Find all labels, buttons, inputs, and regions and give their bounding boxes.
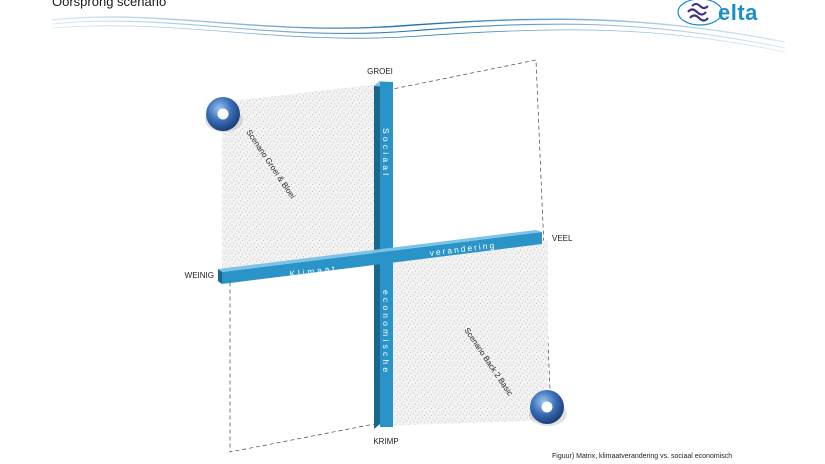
axis-label-top: GROEI xyxy=(367,67,393,76)
horizontal-axis-bar xyxy=(218,230,542,284)
ring-marker-bottom-right-icon xyxy=(529,390,567,426)
figure-caption: Figuur) Matrix, klimaatverandering vs. s… xyxy=(552,453,733,460)
axis-label-bottom: KRIMP xyxy=(373,437,398,446)
header-wave-decoration xyxy=(51,16,786,53)
page-title: Oorsprong scenario xyxy=(52,0,167,9)
vertical-axis-lower-text: economische xyxy=(381,290,391,375)
ring-marker-top-left-icon xyxy=(205,97,243,132)
delta-logo-icon xyxy=(677,0,723,26)
matrix-frame xyxy=(229,59,551,453)
axis-label-left: WEINIG xyxy=(185,271,214,280)
quadrant-bottom-right xyxy=(382,240,548,426)
logo-text: elta xyxy=(718,0,758,25)
vertical-axis-upper-text: Sociaal xyxy=(381,128,391,178)
axis-label-right: VEEL xyxy=(552,234,573,243)
quadrant-top-left xyxy=(222,84,380,270)
